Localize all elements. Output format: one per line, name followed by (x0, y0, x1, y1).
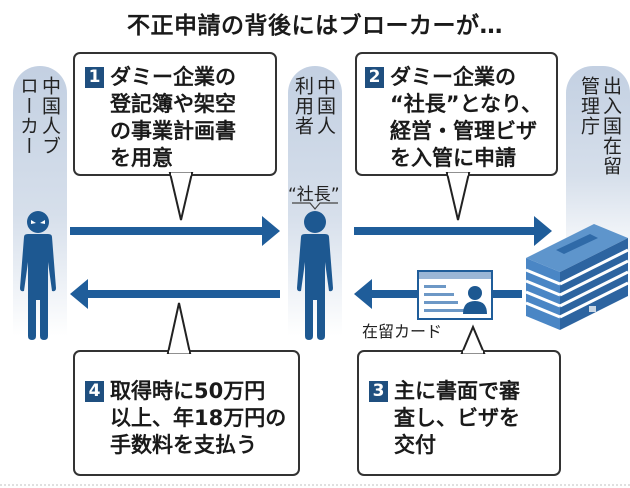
step-1-badge: 1 (85, 67, 104, 88)
step-2-line: “社長”となり、 (390, 92, 543, 116)
step-3-line: 交付 (394, 433, 436, 457)
step-1-line: 登記簿や架空 (110, 92, 236, 116)
user-label: 中国人利用者 (292, 76, 336, 136)
arrow-user-to-broker (70, 279, 280, 309)
role-pointer (292, 202, 338, 210)
user-role-label: “社長” (288, 185, 340, 205)
diagram-title: 不正申請の背後にはブローカーが… (127, 13, 503, 39)
agency-building-icon (525, 224, 629, 330)
step-3-line: 査し、ビザを (394, 406, 520, 430)
step-1-line: を用意 (110, 146, 173, 170)
step-2-tail (445, 172, 471, 221)
step-2-badge: 2 (365, 67, 384, 88)
step-4-badge: 4 (85, 381, 104, 402)
step-4-line: 以上、年18万円の (110, 406, 287, 430)
bottom-divider (0, 484, 630, 486)
step-4-line: 手数料を支払う (110, 433, 257, 457)
agency-label: 出入国在留管理庁 (578, 76, 622, 176)
step-3-badge: 3 (369, 381, 388, 402)
step-3-tail (460, 324, 486, 354)
residence-card-icon (417, 270, 493, 320)
arrow-user-to-agency (354, 216, 552, 246)
step-2-line: を入管に申請 (390, 146, 516, 170)
broker-person-icon (20, 211, 56, 340)
step-1-tail (168, 172, 194, 221)
step-2-line: 経営・管理ビザ (390, 119, 537, 143)
user-person-icon (297, 211, 333, 340)
arrow-broker-to-user (70, 216, 280, 246)
step-1-line: の事業計画書 (110, 119, 236, 143)
card-label: 在留カード (362, 322, 443, 341)
broker-label: 中国人ブローカー (17, 76, 61, 156)
step-4-tail (166, 302, 192, 354)
